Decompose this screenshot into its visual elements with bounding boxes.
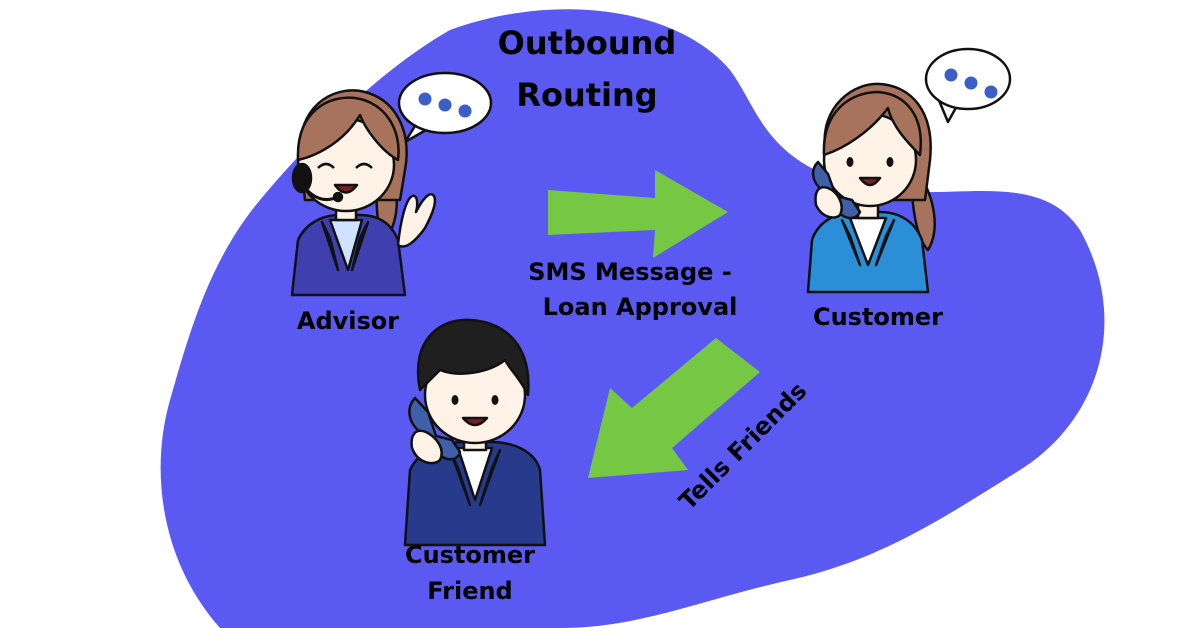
customer-figure (806, 82, 936, 294)
sms-edge-label-line2: Loan Approval (542, 293, 738, 321)
advisor-figure (290, 89, 437, 297)
customer-friend-label-line2: Friend (427, 577, 513, 605)
diagram-title-line2: Routing (516, 76, 658, 114)
customer-label: Customer (812, 303, 944, 331)
advisor-speech-bubble (397, 71, 493, 144)
diagram-title-line1: Outbound (497, 24, 677, 62)
advisor-label: Advisor (296, 307, 400, 335)
sms-edge-label-line1: SMS Message - (528, 258, 732, 286)
customer-speech-bubble (924, 47, 1012, 124)
customer-friend-label-line1: Customer (404, 541, 536, 569)
customer-friend-figure (403, 318, 547, 547)
sms-arrow (548, 170, 728, 258)
tells-friends-arrow (588, 338, 760, 478)
